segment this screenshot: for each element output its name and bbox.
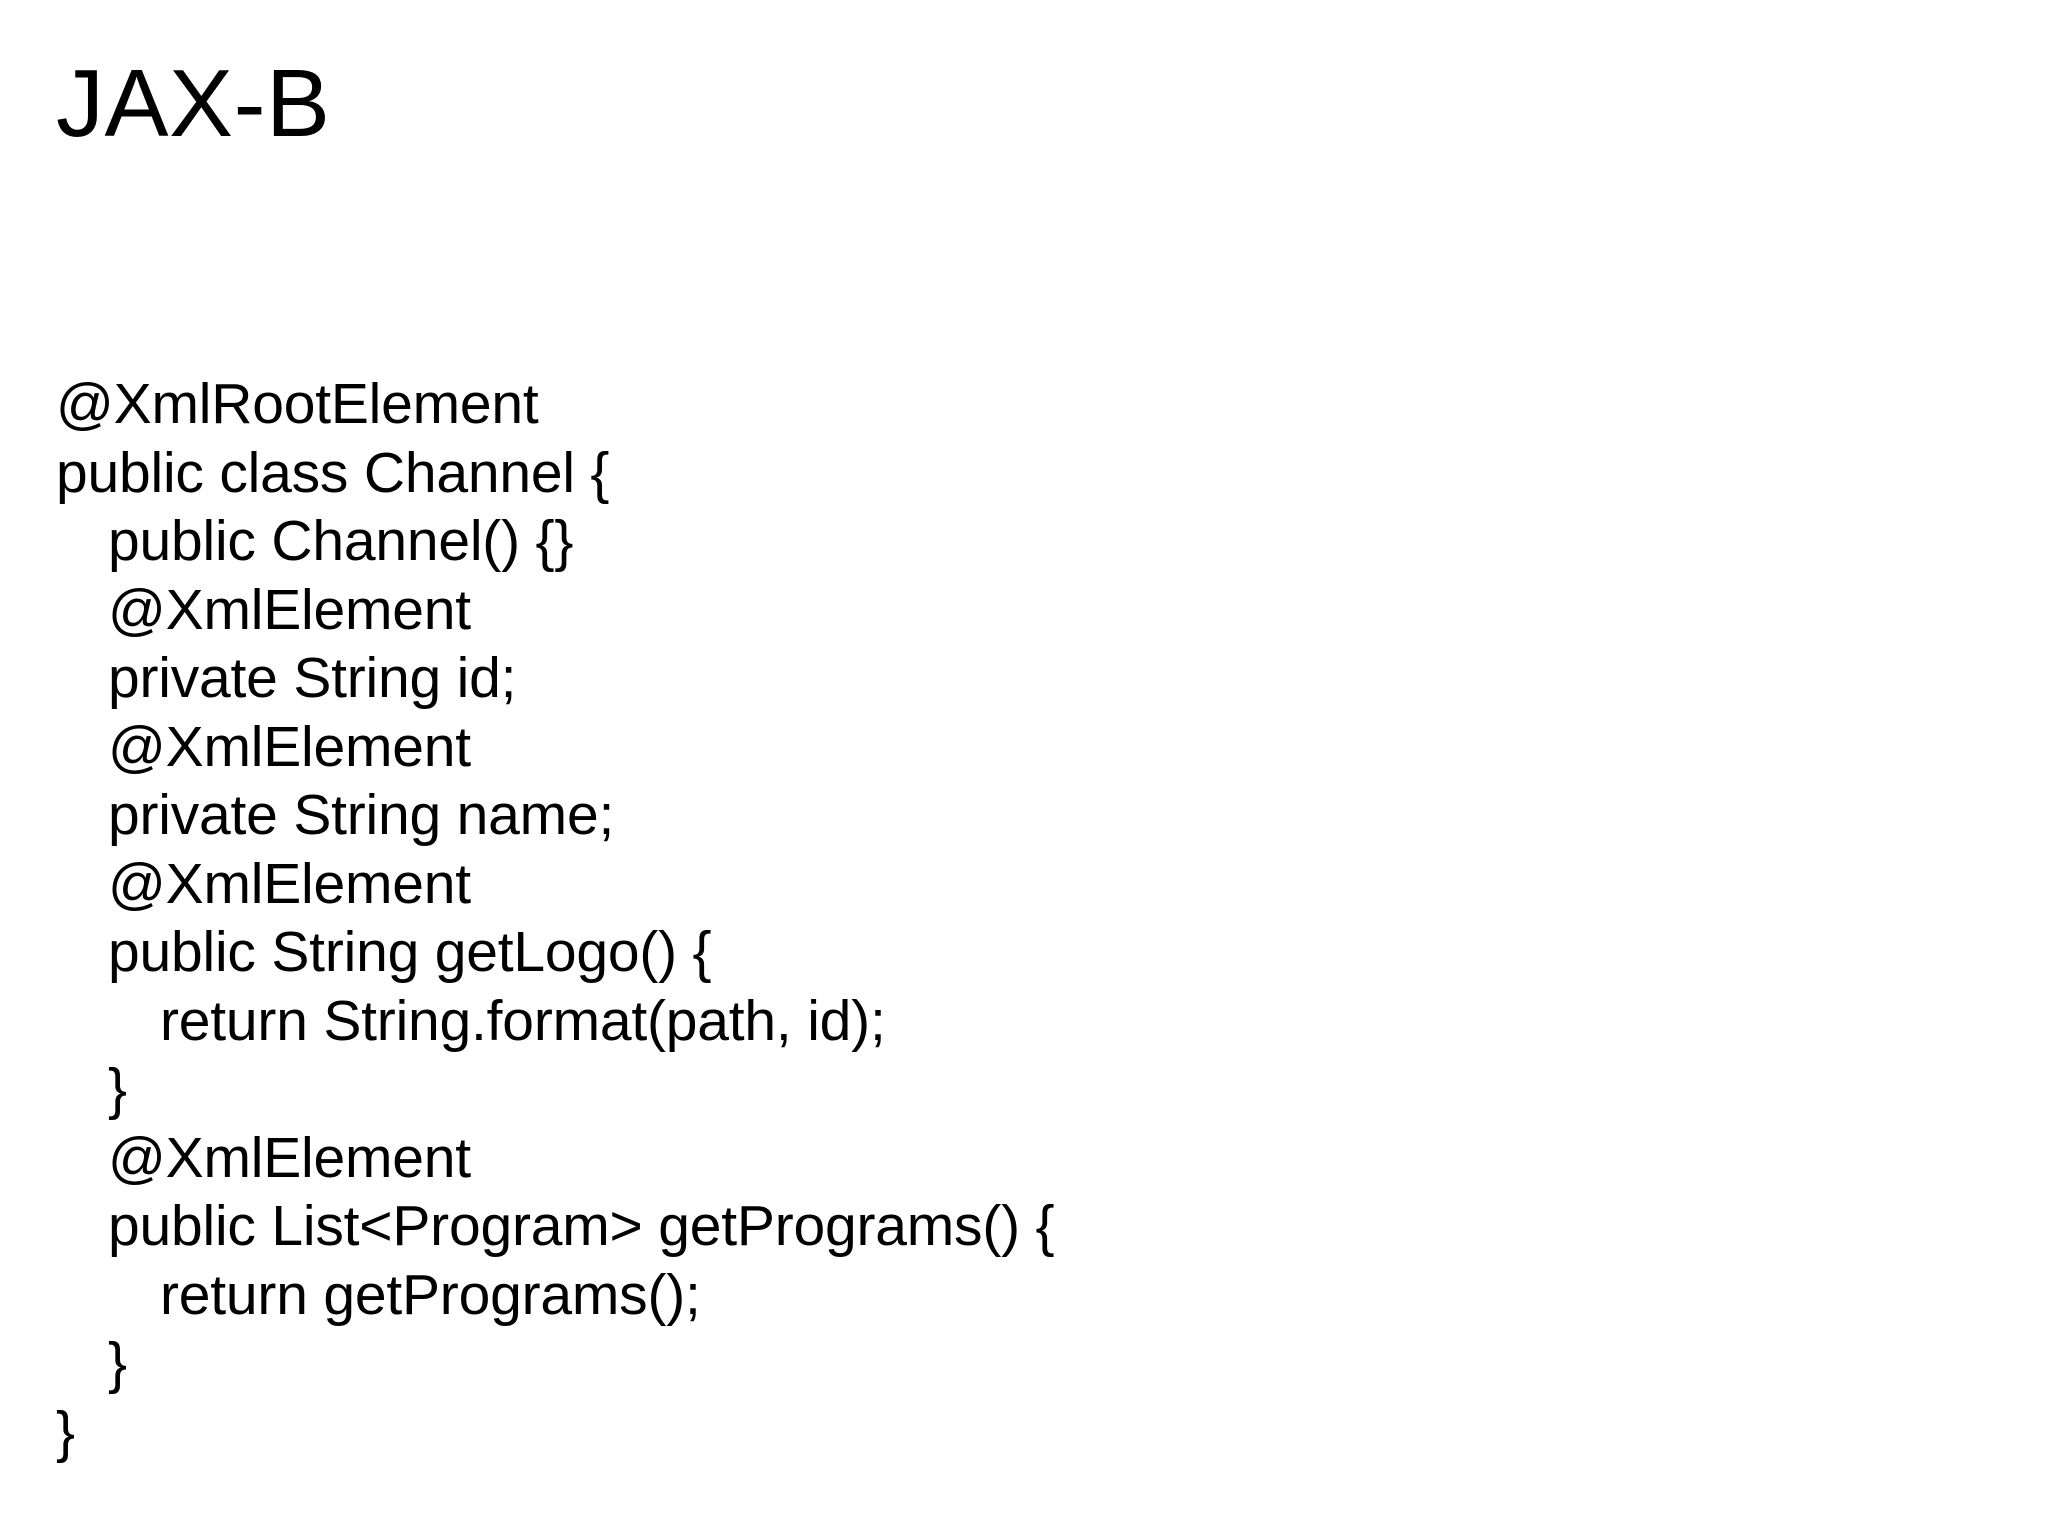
code-line: } <box>108 1057 127 1121</box>
code-line: public List<Program> getPrograms() { <box>108 1194 1055 1258</box>
code-line: @XmlElement <box>108 714 471 779</box>
page-title: JAX-B <box>56 50 331 157</box>
code-line: @XmlElement <box>108 577 471 642</box>
code-line: } <box>56 1399 75 1464</box>
code-line: @XmlRootElement <box>56 372 539 436</box>
code-line: @XmlElement <box>108 851 471 916</box>
code-line: private String name; <box>108 783 615 847</box>
code-line: private String id; <box>108 646 517 710</box>
code-line: @XmlElement <box>108 1125 471 1190</box>
code-line: public String getLogo() { <box>108 920 712 984</box>
code-line: public Channel() {} <box>108 509 574 573</box>
code-line: return String.format(path, id); <box>160 988 886 1053</box>
code-line: public class Channel { <box>56 440 610 505</box>
code-line: return getPrograms(); <box>160 1262 701 1327</box>
code-line: } <box>108 1331 127 1395</box>
